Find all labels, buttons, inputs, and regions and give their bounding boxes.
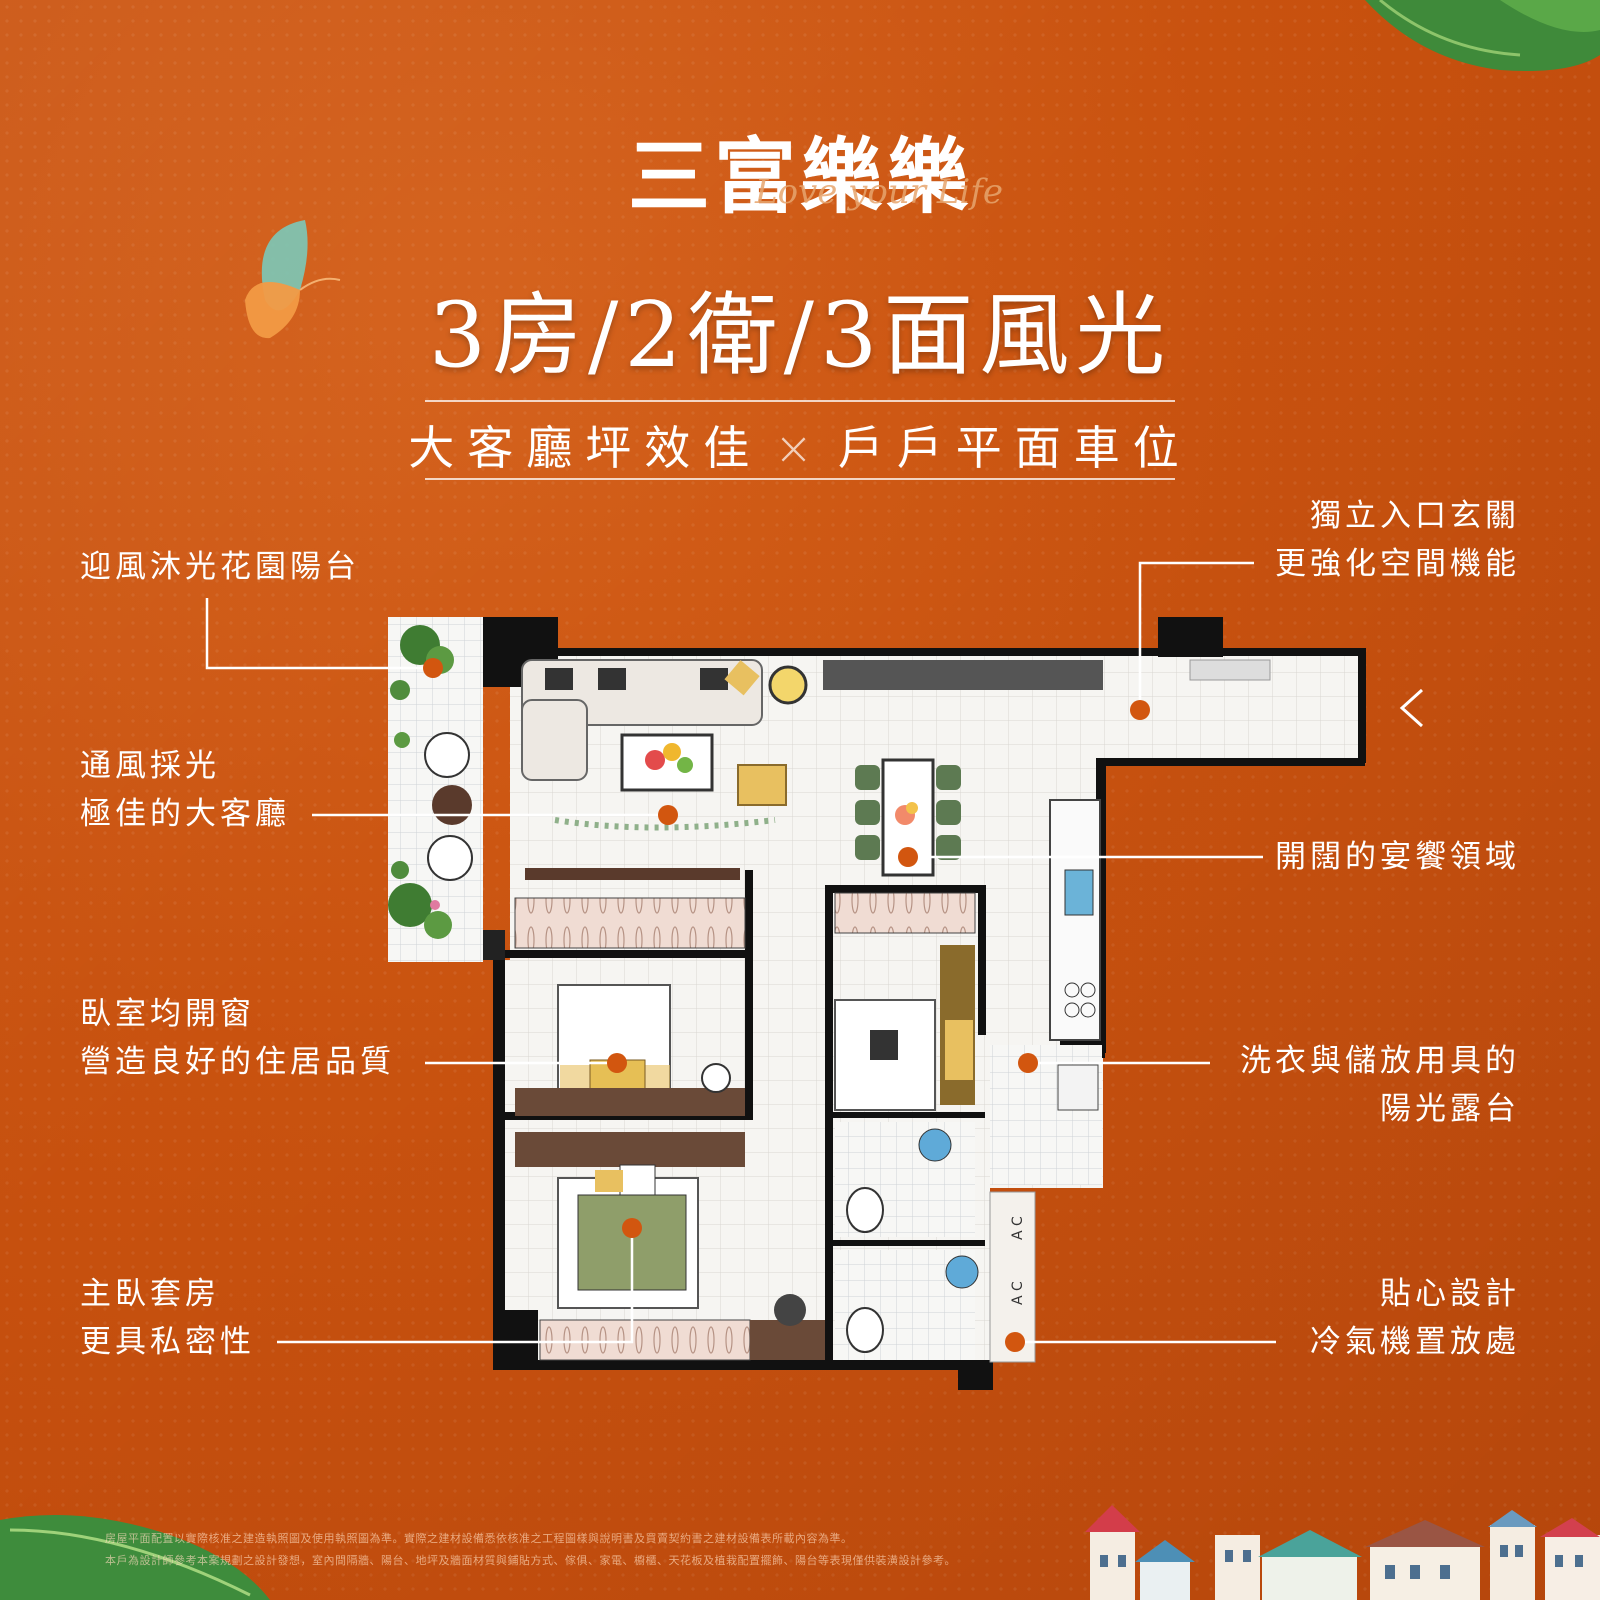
- callout-master-line-2: 更具私密性: [80, 1324, 255, 1360]
- butterfly-icon: [245, 220, 341, 339]
- marker-entrance: [1130, 700, 1150, 720]
- marker-laundry: [1018, 1053, 1038, 1073]
- sink-icon: [918, 1128, 952, 1162]
- entry-arrow-icon: [1399, 688, 1424, 728]
- marker-master: [622, 1218, 642, 1238]
- callout-living-line-1: 通風採光: [80, 748, 220, 784]
- leaf-top-right-icon: [1365, 0, 1600, 71]
- toilet-icon: [846, 1187, 884, 1233]
- callout-ac: 貼心設計 冷氣機置放處: [1310, 1270, 1520, 1366]
- lamp-icon: [768, 665, 808, 705]
- callout-entrance-line-1: 獨立入口玄關: [1310, 498, 1520, 534]
- callout-bedrooms-line-2: 營造良好的住居品質: [80, 1044, 395, 1080]
- callout-dining-line-1: 開闊的宴饗領域: [1275, 839, 1520, 875]
- marker-ac: [1005, 1332, 1025, 1352]
- kitchen-counter: [823, 660, 1103, 690]
- coffee-table-icon: [620, 733, 714, 792]
- headline: 3房/2衛/3面風光: [428, 283, 1172, 388]
- subheadline-right: 戶戶平面車位: [837, 421, 1192, 475]
- callout-living-line-2: 極佳的大客廳: [80, 796, 290, 832]
- leader-entrance: [1138, 561, 1254, 710]
- marker-garden: [423, 658, 443, 678]
- kitchen-appliances-icon: [1049, 799, 1101, 1041]
- plants-icon: [388, 625, 454, 939]
- closet-bedroom-2: [514, 897, 746, 949]
- callout-master-suite: 主臥套房 更具私密性: [80, 1270, 255, 1366]
- callout-ac-line-1: 貼心設計: [1380, 1276, 1520, 1312]
- closet-bedroom-3: [834, 892, 976, 934]
- sofa-icon: [521, 659, 763, 781]
- ottoman-icon: [737, 764, 787, 806]
- divider-bottom: [425, 478, 1175, 480]
- callout-bedrooms-line-1: 臥室均開窗: [80, 996, 255, 1032]
- houses-illustration-icon: [1085, 1505, 1600, 1600]
- leaf-bottom-left-icon: [0, 1515, 270, 1600]
- callout-garden-balcony: 迎風沐光花園陽台: [80, 543, 360, 591]
- callout-entrance-line-2: 更強化空間機能: [1275, 546, 1520, 582]
- callout-master-line-1: 主臥套房: [80, 1276, 220, 1312]
- callout-dining: 開闊的宴饗領域: [1275, 833, 1520, 881]
- brand-title: 三富樂樂: [627, 129, 972, 225]
- leader-garden: [205, 598, 433, 670]
- callout-laundry-line-2: 陽光露台: [1380, 1091, 1520, 1127]
- disclaimer-line-2: 本戶為設計師參考本案規劃之設計發想，室內間隔牆、陽台、地坪及牆面材質與鋪貼方式、…: [105, 1554, 956, 1567]
- brand-script: Love your Life: [755, 172, 1003, 212]
- marker-living: [658, 805, 678, 825]
- ac-label-2: A C: [1010, 1281, 1026, 1305]
- ac-label-1: A C: [1010, 1216, 1026, 1240]
- marker-dining: [898, 847, 918, 867]
- callout-living-room: 通風採光 極佳的大客廳: [80, 742, 290, 838]
- callout-ac-line-2: 冷氣機置放處: [1310, 1324, 1520, 1360]
- disclaimer: 房屋平面配置以實際核准之建造執照圖及使用執照圖為準。實際之建材設備悉依核准之工程…: [105, 1528, 956, 1572]
- subheadline-separator: ×: [774, 421, 826, 475]
- subheadline-left: 大客廳坪效佳: [408, 421, 763, 475]
- divider-top: [425, 400, 1175, 402]
- leader-master: [277, 1228, 634, 1344]
- desk-icon: [515, 1088, 745, 1116]
- callout-garden-line-1: 迎風沐光花園陽台: [80, 549, 360, 585]
- disclaimer-line-1: 房屋平面配置以實際核准之建造執照圖及使用執照圖為準。實際之建材設備悉依核准之工程…: [105, 1532, 853, 1545]
- callout-laundry: 洗衣與儲放用具的 陽光露台: [1240, 1037, 1520, 1133]
- marker-bedrooms: [607, 1053, 627, 1073]
- subheadline: 大客廳坪效佳×戶戶平面車位: [0, 412, 1600, 478]
- callout-entrance: 獨立入口玄關 更強化空間機能: [1275, 492, 1520, 588]
- callout-bedrooms: 臥室均開窗 營造良好的住居品質: [80, 990, 395, 1086]
- callout-laundry-line-1: 洗衣與儲放用具的: [1240, 1043, 1520, 1079]
